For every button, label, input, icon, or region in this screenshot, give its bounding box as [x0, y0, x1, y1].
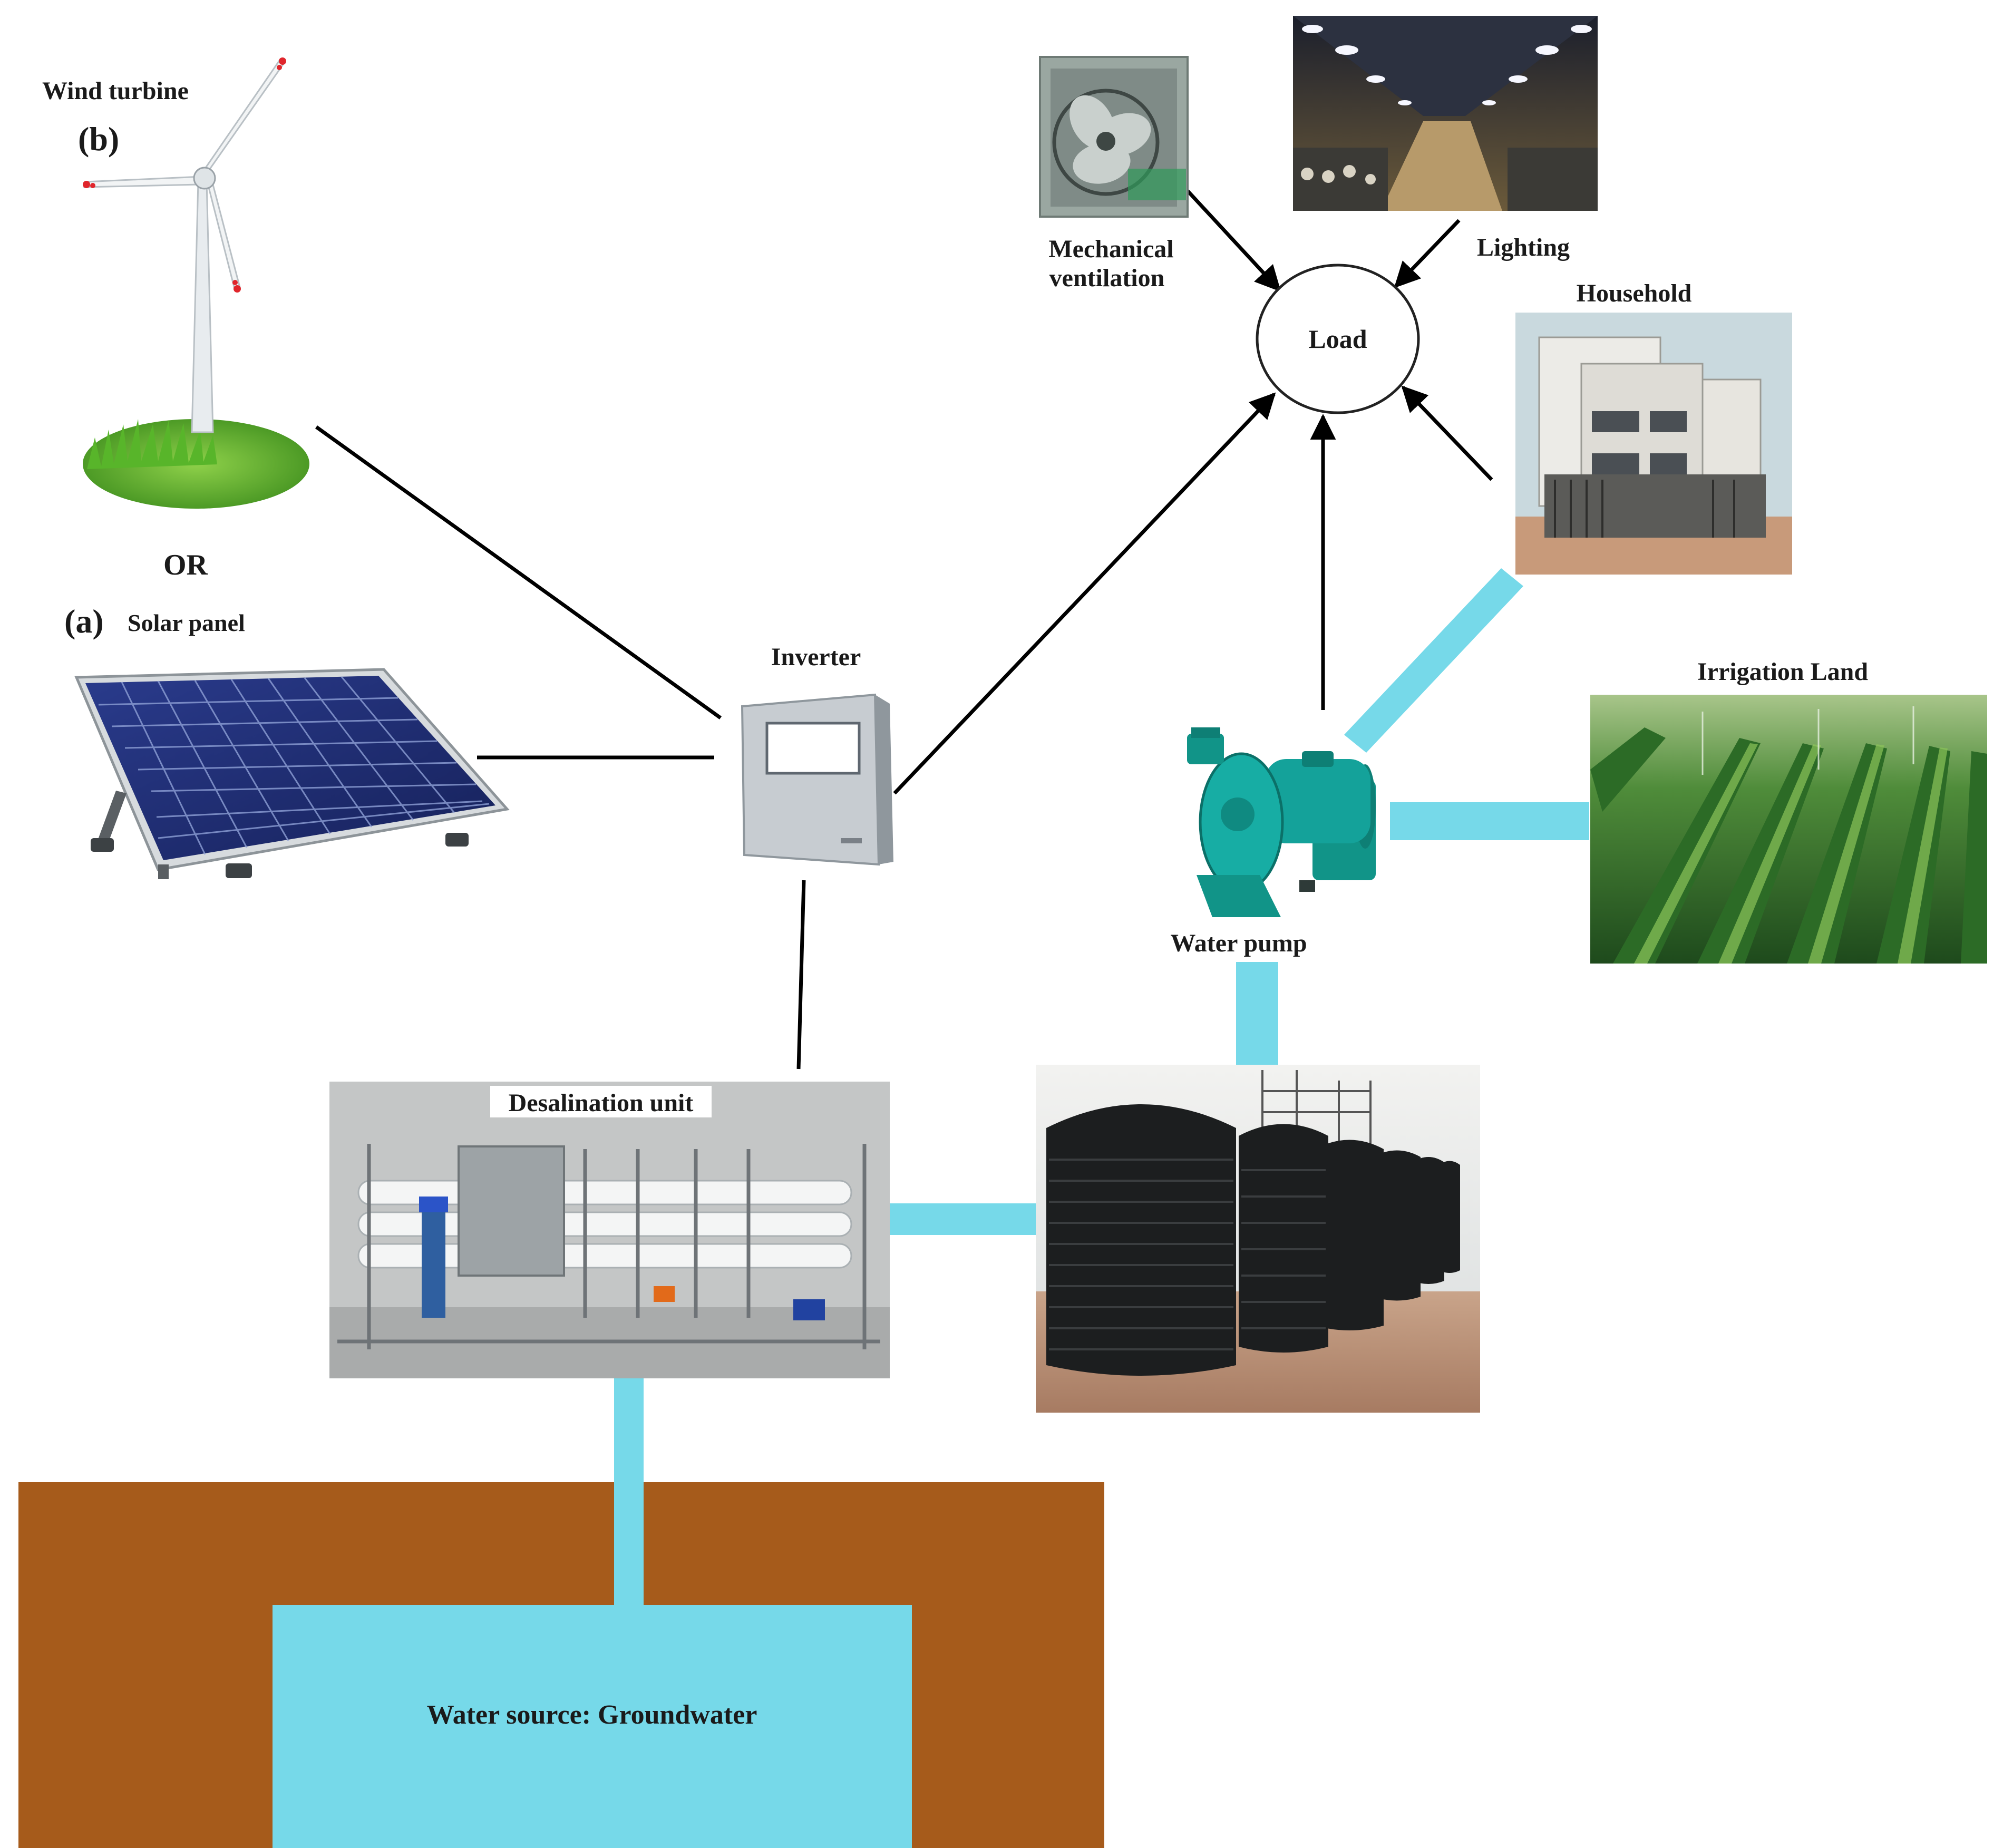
wind-turbine-icon: [83, 57, 309, 509]
water-pump-label: Water pump: [1170, 929, 1307, 957]
water-tanks-icon: [1036, 1065, 1480, 1413]
solar-panel-label: Solar panel: [128, 609, 245, 636]
mechanical-ventilation-label-line2: ventilation: [1049, 264, 1165, 292]
pipe-tanks-to-pump: [1236, 962, 1278, 1065]
irrigation-field-icon: [1590, 695, 1987, 964]
arrow-lighting-to-load: [1394, 219, 1461, 288]
solar-panel-icon: [74, 668, 510, 879]
arrow-household-to-load: [1401, 385, 1493, 481]
load-label: Load: [1308, 324, 1367, 354]
wind-turbine-label: Wind turbine: [42, 77, 189, 105]
line-wind-to-inverter: [315, 425, 722, 719]
household-label: Household: [1577, 279, 1692, 307]
lighting-label: Lighting: [1477, 234, 1570, 261]
load-node: [1256, 264, 1420, 414]
desalination-unit-icon: [329, 1082, 890, 1378]
pipe-source-to-desalination: [614, 1378, 644, 1608]
water-source-block: [273, 1605, 912, 1848]
pipe-desalination-to-tanks: [888, 1203, 1037, 1235]
arrow-ventilation-to-load: [1186, 189, 1281, 292]
desalination-unit-label: Desalination unit: [509, 1089, 694, 1117]
pipe-pump-to-household: [1344, 568, 1523, 753]
water-pump-icon: [1187, 727, 1376, 917]
pipe-pump-to-irrigation: [1390, 802, 1589, 840]
ventilation-fan-icon: [1039, 56, 1189, 218]
water-source-label: Water source: Groundwater: [427, 1700, 757, 1730]
house-icon: [1515, 313, 1792, 575]
irrigation-land-label: Irrigation Land: [1697, 658, 1868, 686]
inverter-icon: [741, 693, 893, 866]
inverter-label: Inverter: [771, 643, 861, 671]
line-inverter-to-load: [893, 392, 1276, 795]
or-label: OR: [163, 549, 208, 581]
mechanical-ventilation-label-line1: Mechanical: [1048, 235, 1173, 263]
line-inverter-to-desalination: [796, 880, 806, 1069]
lighting-barn-icon: [1293, 16, 1598, 211]
label-b: (b): [78, 120, 119, 158]
label-a: (a): [64, 602, 104, 640]
